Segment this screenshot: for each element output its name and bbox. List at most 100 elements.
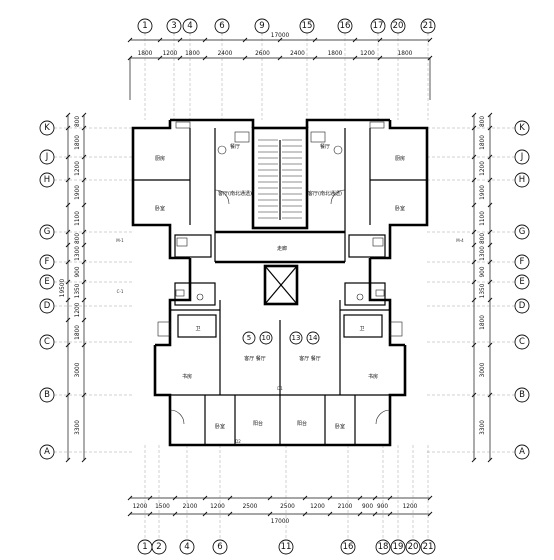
room-bed-br: 卧室 — [335, 423, 345, 430]
left-dim-6: 1300 — [75, 246, 81, 261]
room-living-left: 客厅(南北通透) — [218, 190, 252, 197]
top-dim-1: 1200 — [163, 51, 178, 57]
axis-bubble-bottom-20: 20 — [405, 539, 421, 555]
bottom-dim-0: 1200 — [133, 504, 148, 510]
axis-bubble-interior-14: 14 — [306, 331, 320, 345]
left-dim-12: 3300 — [75, 420, 81, 435]
dimension-frame — [67, 39, 491, 515]
left-dim-11: 3000 — [75, 362, 81, 377]
svg-text:21: 21 — [423, 542, 434, 552]
axis-bubble-right-C: C — [514, 334, 530, 350]
axis-bubble-bottom-16: 16 — [340, 539, 356, 555]
svg-text:5: 5 — [247, 334, 251, 342]
room-bed-left: 卧室 — [155, 205, 165, 212]
left-dim-7: 900 — [75, 266, 81, 277]
axis-bubble-left-C: C — [39, 334, 55, 350]
svg-text:G: G — [519, 227, 526, 237]
axis-bubble-top-15: 15 — [299, 18, 315, 34]
top-dim-3: 2400 — [218, 51, 233, 57]
left-dim-9: 1200 — [75, 302, 81, 317]
axis-bubble-bottom-4: 4 — [179, 539, 195, 555]
svg-text:20: 20 — [408, 542, 419, 552]
left-dim-10: 1800 — [75, 325, 81, 340]
axis-bubble-interior-13: 13 — [289, 331, 303, 345]
svg-text:17: 17 — [373, 21, 384, 31]
top-total-dimension: 17000 — [271, 33, 290, 39]
right-dim-3: 1900 — [480, 185, 486, 200]
axis-bubble-right-E: E — [514, 274, 530, 290]
svg-text:10: 10 — [262, 334, 271, 342]
right-dim-6: 1300 — [480, 246, 486, 261]
svg-text:A: A — [519, 447, 525, 457]
axis-bubble-interior-10: 10 — [259, 331, 273, 345]
svg-text:G: G — [44, 227, 51, 237]
room-balcony-right: 阳台 — [297, 420, 307, 427]
marker-d2: D2 — [235, 439, 241, 444]
room-study-right: 书房 — [368, 373, 378, 380]
top-dim-0: 1800 — [138, 51, 153, 57]
room-bed-bl: 卧室 — [215, 423, 225, 430]
right-dim-8: 1350 — [480, 283, 486, 298]
bottom-dim-3: 1200 — [210, 504, 225, 510]
svg-text:A: A — [44, 447, 50, 457]
axis-bubble-right-D: D — [514, 298, 530, 314]
left-dim-3: 1900 — [75, 185, 81, 200]
svg-text:3: 3 — [171, 21, 176, 31]
bottom-dim-7: 2100 — [338, 504, 353, 510]
marker-d1: D1 — [277, 386, 283, 391]
axis-bubble-top-3: 3 — [166, 18, 182, 34]
right-dim-2: 1200 — [480, 161, 486, 176]
bottom-dim-9: 900 — [377, 504, 388, 510]
top-dim-2: 1800 — [185, 51, 200, 57]
axis-bubble-left-J: J — [39, 149, 55, 165]
svg-text:K: K — [44, 123, 50, 133]
axis-bubble-bottom-2: 2 — [151, 539, 167, 555]
top-dim-5: 2400 — [290, 51, 305, 57]
svg-text:E: E — [519, 277, 524, 287]
room-living-bl: 客厅 餐厅 — [244, 355, 266, 362]
svg-text:20: 20 — [393, 21, 404, 31]
label-m4: M-4 — [456, 238, 464, 243]
svg-text:2: 2 — [156, 542, 161, 552]
room-kitchen-left: 厨房 — [155, 155, 165, 162]
bottom-dim-4: 2500 — [243, 504, 258, 510]
label-m1: M-1 — [116, 238, 124, 243]
bottom-dim-10: 1200 — [403, 504, 418, 510]
svg-text:1: 1 — [142, 21, 147, 31]
svg-text:18: 18 — [378, 542, 389, 552]
svg-text:K: K — [519, 123, 525, 133]
right-dim-5: 800 — [480, 233, 486, 244]
axis-bubble-top-6: 6 — [214, 18, 230, 34]
svg-text:1: 1 — [142, 542, 147, 552]
axis-bubble-bottom-21: 21 — [420, 539, 436, 555]
room-labels: 厨房 厨房 卧室 卧室 客厅(南北通透) 客厅(南北通透) 餐厅 餐厅 走廊 卫… — [116, 143, 464, 444]
top-dim-8: 1800 — [398, 51, 413, 57]
svg-text:E: E — [44, 277, 49, 287]
svg-text:16: 16 — [343, 542, 354, 552]
grid-guides — [54, 33, 515, 540]
right-dim-11: 3300 — [480, 420, 486, 435]
room-bath-left: 卫 — [195, 326, 200, 332]
axis-bubble-left-E: E — [39, 274, 55, 290]
svg-text:4: 4 — [187, 21, 192, 31]
svg-text:C: C — [44, 337, 50, 347]
axis-bubble-right-G: G — [514, 224, 530, 240]
axis-bubble-top-16: 16 — [337, 18, 353, 34]
svg-text:14: 14 — [309, 334, 318, 342]
axis-bubble-top-17: 17 — [370, 18, 386, 34]
svg-text:13: 13 — [292, 334, 301, 342]
svg-text:C: C — [519, 337, 525, 347]
right-dimensions: 8001800120019001100800130090013501800300… — [471, 112, 493, 463]
svg-text:H: H — [44, 175, 50, 185]
svg-text:F: F — [520, 257, 525, 267]
axis-bubble-right-J: J — [514, 149, 530, 165]
svg-text:15: 15 — [302, 21, 313, 31]
axis-bubble-bottom-1: 1 — [137, 539, 153, 555]
axis-bubble-interior-5: 5 — [242, 331, 256, 345]
svg-text:J: J — [45, 152, 49, 162]
room-living-br: 客厅 餐厅 — [299, 355, 321, 362]
